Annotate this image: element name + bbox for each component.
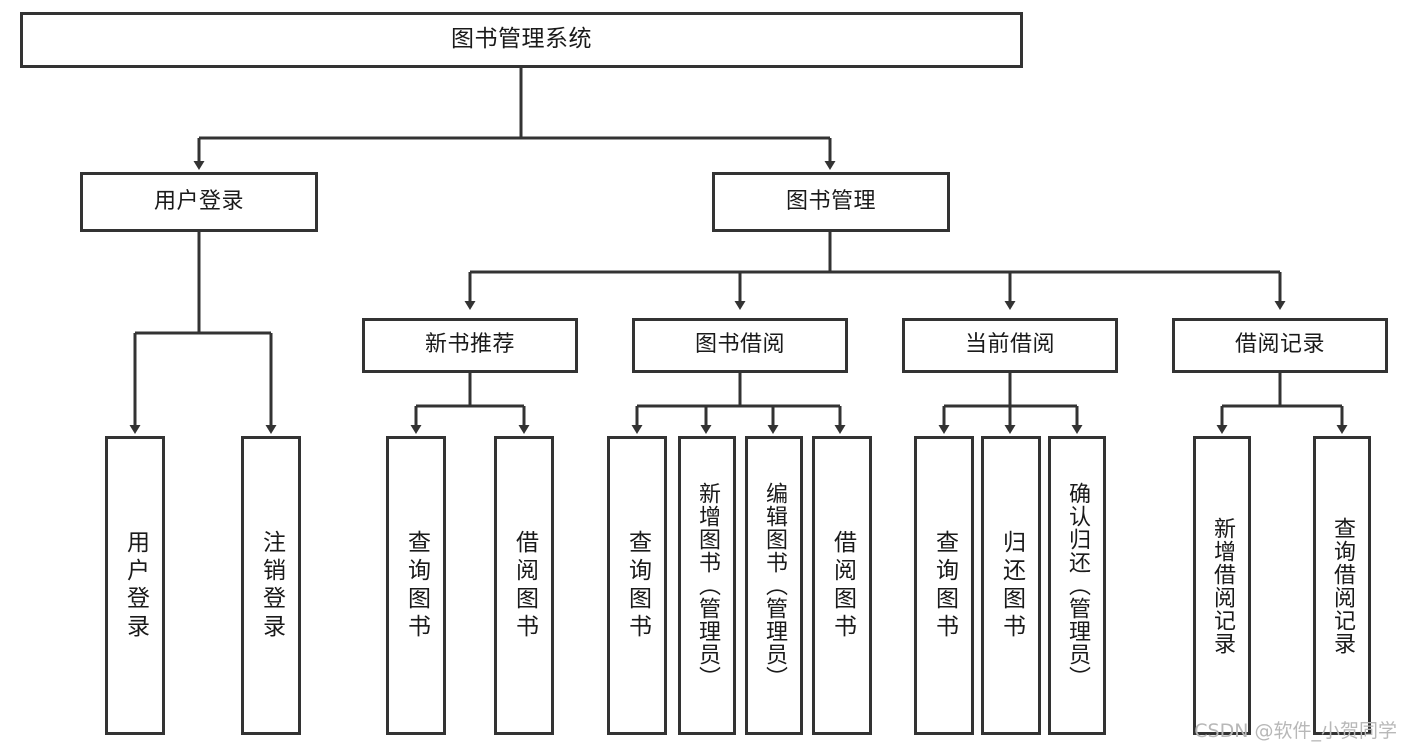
node-label: 用户登录 [122,529,149,642]
node-borrow-record[interactable]: 借阅记录 [1172,318,1388,373]
node-root-system[interactable]: 图书管理系统 [20,12,1023,68]
leaf-borrow-book[interactable]: 借阅图书 [812,436,872,735]
node-label: 归还图书 [998,529,1025,642]
leaf-query-book-recommend[interactable]: 查询图书 [386,436,446,735]
node-label: 查询图书 [403,529,430,642]
node-label: 借阅记录 [1234,332,1325,358]
node-label: 图书管理 [785,188,876,214]
leaf-return-book[interactable]: 归还图书 [981,436,1041,735]
node-label: 借阅图书 [511,529,538,642]
node-label: 注销登录 [258,529,285,642]
node-label: 图书借阅 [694,332,785,358]
node-book-management[interactable]: 图书管理 [712,172,950,232]
leaf-borrow-book-recommend[interactable]: 借阅图书 [494,436,554,735]
node-label: 用户登录 [153,188,244,214]
node-user-login[interactable]: 用户登录 [80,172,318,232]
node-new-book-recommend[interactable]: 新书推荐 [362,318,578,373]
node-current-borrow[interactable]: 当前借阅 [902,318,1118,373]
node-label: 查询图书 [624,529,651,642]
node-label: 新书推荐 [424,332,515,358]
leaf-add-book-admin[interactable]: 新增图书（管理员） [678,436,736,735]
node-label: 当前借阅 [964,332,1055,358]
node-label: 新增借阅记录 [1210,516,1235,655]
node-label: 新增图书（管理员） [695,482,720,689]
node-label: 查询借阅记录 [1330,516,1355,655]
node-label: 借阅图书 [829,529,856,642]
node-label: 编辑图书（管理员） [762,482,787,689]
leaf-query-borrow-record[interactable]: 查询借阅记录 [1313,436,1371,735]
watermark: CSDN @软件_小贺同学 [1194,720,1397,742]
leaf-query-book-current[interactable]: 查询图书 [914,436,974,735]
leaf-logout-login[interactable]: 注销登录 [241,436,301,735]
node-label: 图书管理系统 [451,26,592,53]
leaf-edit-book-admin[interactable]: 编辑图书（管理员） [745,436,803,735]
leaf-user-login[interactable]: 用户登录 [105,436,165,735]
leaf-confirm-return-admin[interactable]: 确认归还（管理员） [1048,436,1106,735]
node-label: 查询图书 [931,529,958,642]
leaf-add-borrow-record[interactable]: 新增借阅记录 [1193,436,1251,735]
leaf-query-book-borrow[interactable]: 查询图书 [607,436,667,735]
node-book-borrow[interactable]: 图书借阅 [632,318,848,373]
node-label: 确认归还（管理员） [1065,482,1090,689]
